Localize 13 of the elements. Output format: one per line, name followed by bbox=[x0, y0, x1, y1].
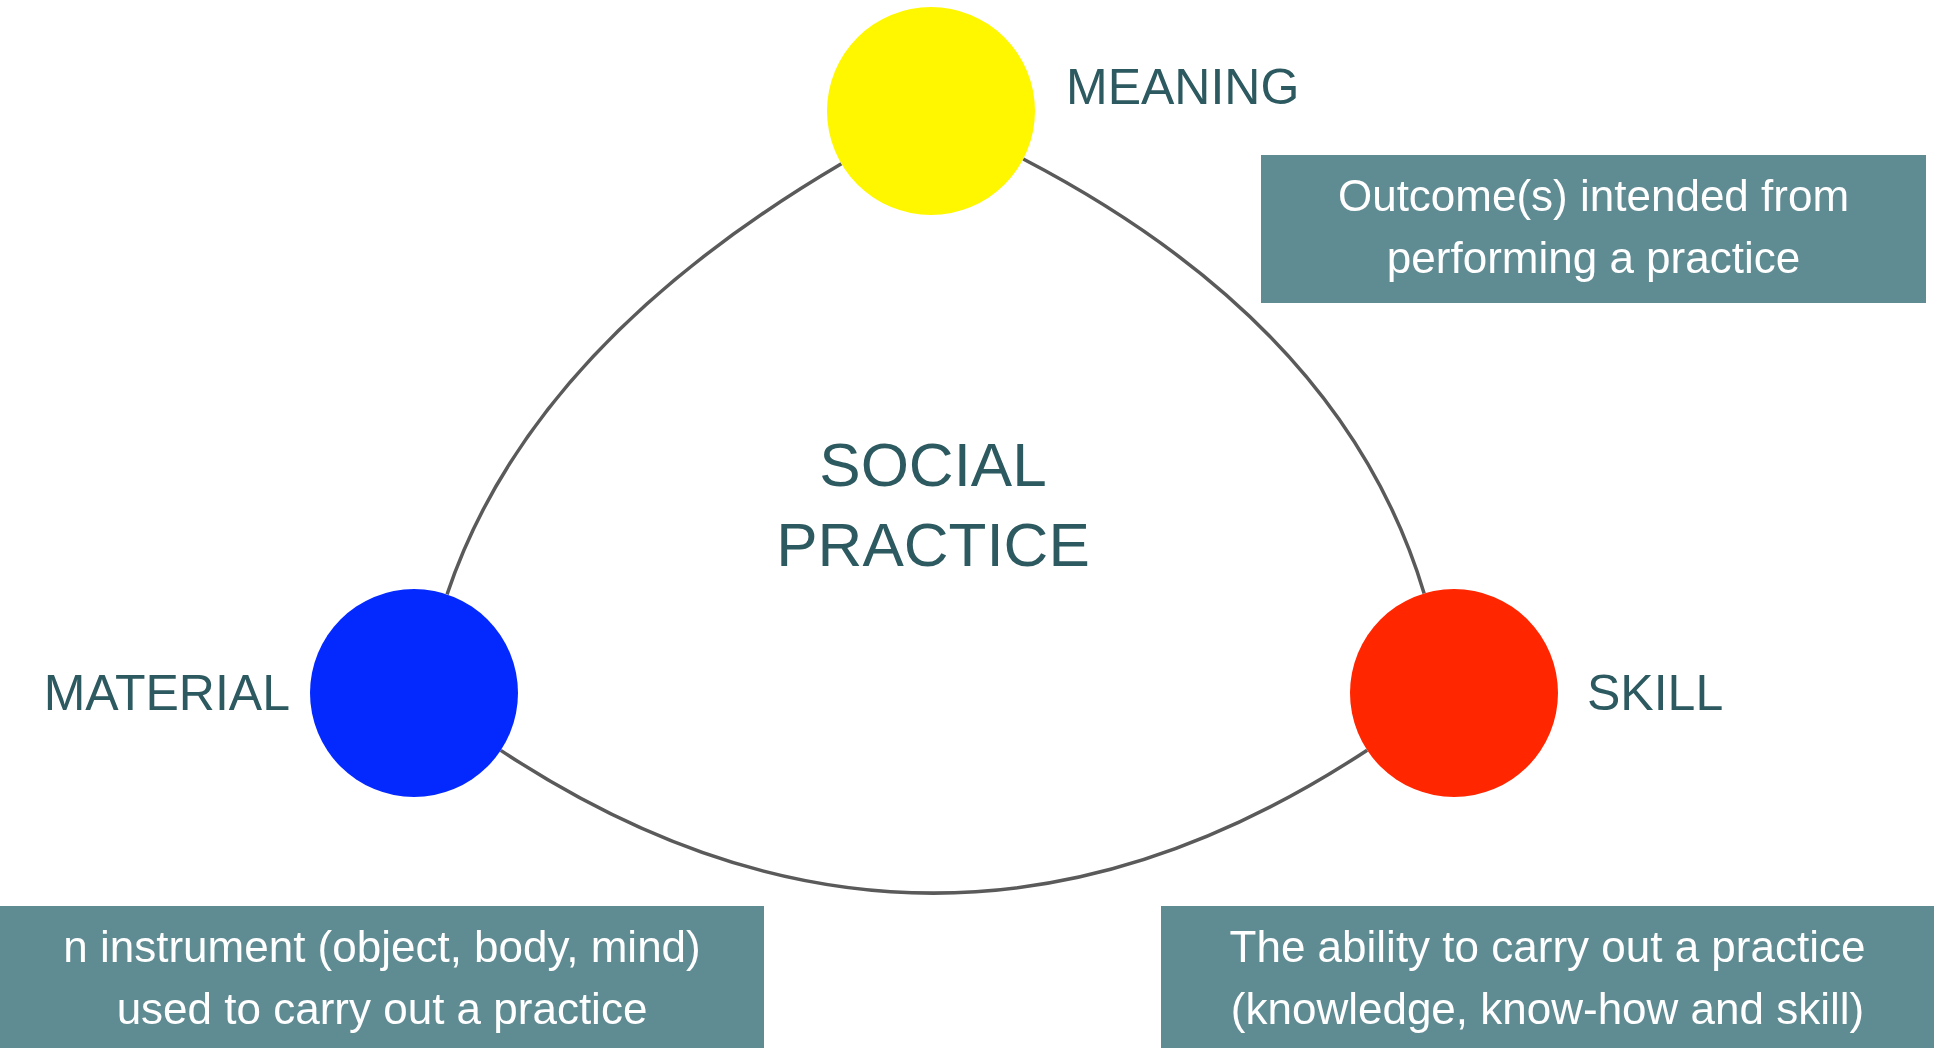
description-text: n instrument (object, body, mind) used to carry out a practice bbox=[62, 921, 702, 1035]
description-box bbox=[1261, 155, 1926, 303]
connector-arc bbox=[445, 162, 843, 595]
circle-label: MEANING bbox=[1066, 62, 1300, 112]
description-box bbox=[0, 906, 764, 1048]
connector-arc bbox=[1022, 157, 1426, 594]
description-box bbox=[1161, 906, 1934, 1048]
connector-arc bbox=[499, 748, 1369, 895]
description-text: The ability to carry out a practice (knowledge, know-how and skill) bbox=[1228, 921, 1867, 1035]
circle-label: MATERIAL bbox=[43, 668, 290, 718]
circle-label: SKILL bbox=[1587, 668, 1724, 718]
center-title: SOCIAL PRACTICE bbox=[775, 429, 1091, 581]
description-text: Outcome(s) intended from performing a practice bbox=[1336, 170, 1851, 284]
